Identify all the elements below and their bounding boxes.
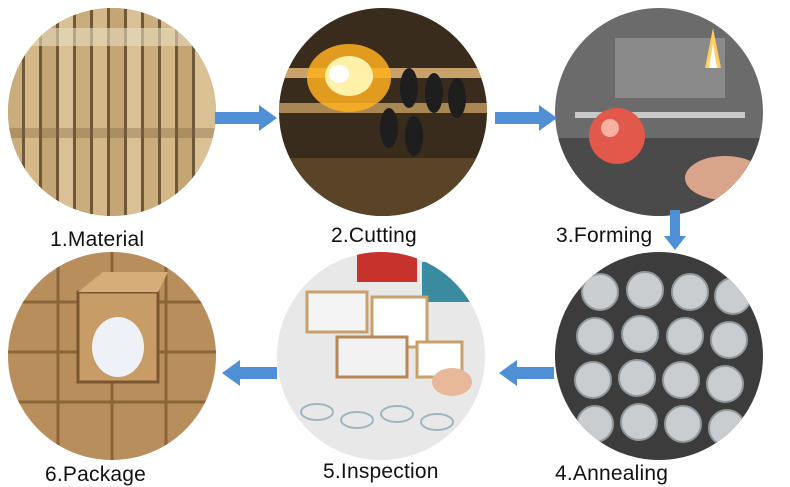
step-label-material: 1.Material [50,228,145,251]
material-illustration [8,8,216,216]
annealing-photo [555,252,763,460]
inspection-illustration [277,252,485,460]
material-photo [8,8,216,216]
arrow-right-icon [215,105,277,131]
step-label-package: 6.Package [45,463,147,486]
step-label-annealing: 4.Annealing [555,462,669,485]
arrow-down-icon [664,210,686,250]
arrow-left-icon [222,360,277,386]
annealing-illustration [555,252,763,460]
forming-photo [555,8,763,216]
package-illustration [8,252,216,460]
cutting-illustration [279,8,487,216]
arrow-right-icon [495,105,557,131]
step-label-inspection: 5.Inspection [323,460,439,483]
package-photo [8,252,216,460]
arrow-left-icon [499,360,554,386]
inspection-photo [277,252,485,460]
forming-illustration [555,8,763,216]
cutting-photo [279,8,487,216]
step-label-cutting: 2.Cutting [331,224,417,247]
step-label-forming: 3.Forming [556,224,653,247]
